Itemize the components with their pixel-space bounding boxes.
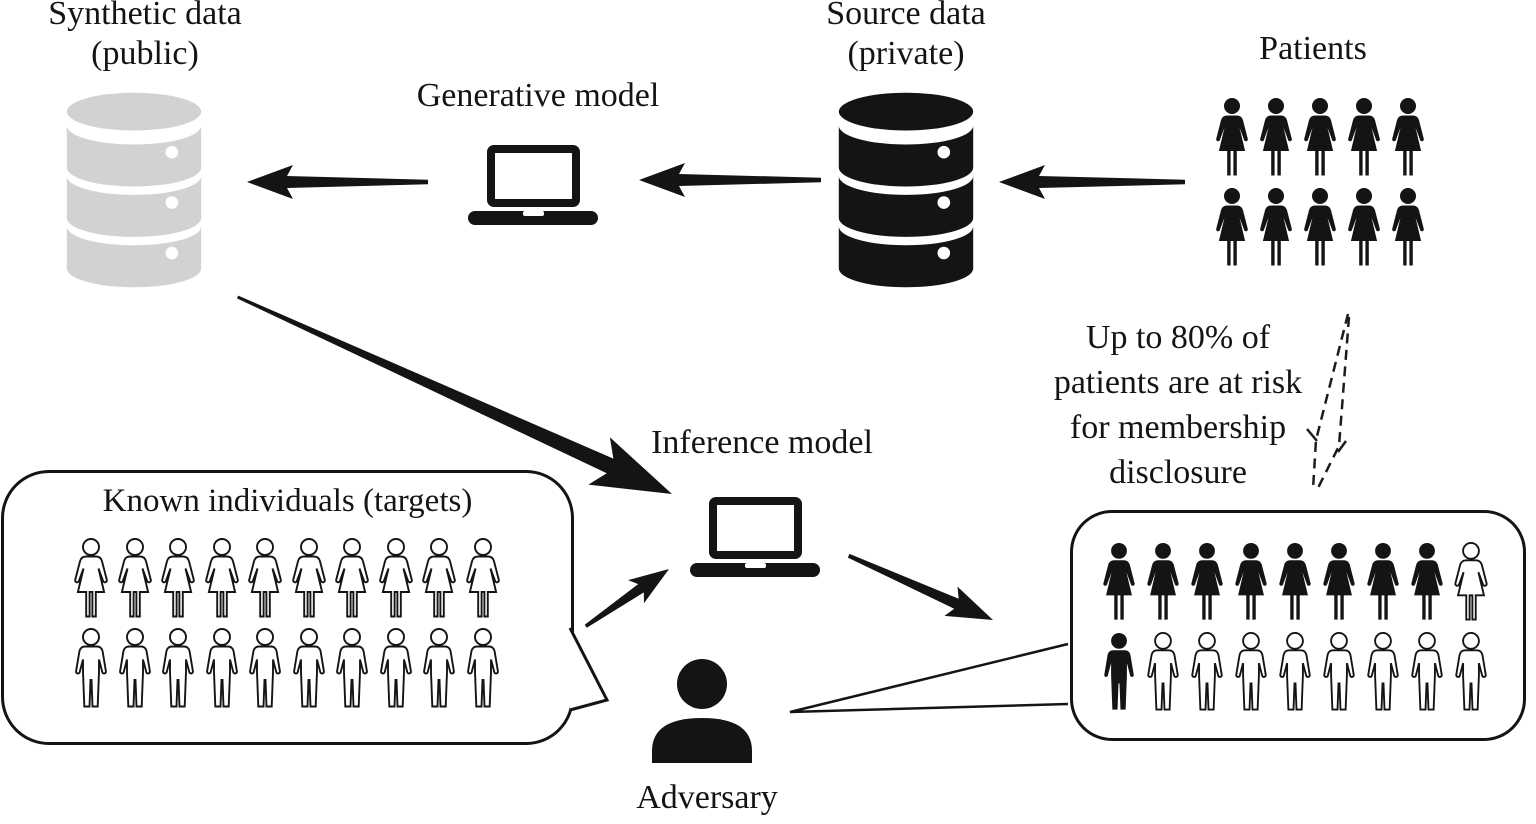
female-person-icon bbox=[1143, 542, 1183, 626]
male-person-icon bbox=[115, 628, 155, 713]
female-person-icon bbox=[1256, 97, 1296, 182]
female-person-icon bbox=[1300, 97, 1340, 182]
known-individuals-label: Known individuals (targets) bbox=[102, 483, 473, 519]
female-person-icon bbox=[1231, 542, 1271, 626]
inference-model-laptop-icon bbox=[690, 497, 820, 577]
female-person-icon bbox=[202, 538, 242, 623]
generative-model-laptop-icon bbox=[468, 145, 598, 225]
male-person-icon bbox=[1451, 632, 1491, 716]
female-person-icon bbox=[1451, 542, 1491, 626]
female-person-icon bbox=[376, 538, 416, 623]
male-person-icon bbox=[463, 628, 503, 713]
generative-model-label: Generative model bbox=[416, 77, 660, 114]
female-person-icon bbox=[332, 538, 372, 623]
arrow-adversary-to-inference bbox=[584, 569, 669, 628]
female-person-icon bbox=[1388, 97, 1428, 182]
female-person-icon bbox=[1187, 542, 1227, 626]
female-person-icon bbox=[1212, 97, 1252, 182]
arrow-source-to-generative bbox=[639, 163, 821, 197]
female-person-icon bbox=[419, 538, 459, 623]
known-individuals-figures bbox=[71, 538, 503, 713]
male-person-icon bbox=[1319, 632, 1359, 716]
female-person-icon bbox=[1275, 542, 1315, 626]
patients-figures bbox=[1212, 97, 1428, 272]
source-database-icon bbox=[834, 92, 978, 288]
female-person-icon bbox=[1319, 542, 1359, 626]
female-person-icon bbox=[245, 538, 285, 623]
female-person-icon bbox=[1363, 542, 1403, 626]
male-person-icon bbox=[332, 628, 372, 713]
male-person-icon bbox=[1231, 632, 1271, 716]
female-person-icon bbox=[1388, 187, 1428, 272]
at-risk-patients-figures bbox=[1099, 542, 1491, 716]
risk-annotation-line1: Up to 80% of bbox=[1085, 319, 1271, 356]
male-person-icon bbox=[1275, 632, 1315, 716]
arrow-patients-to-source bbox=[999, 165, 1185, 199]
synthetic-data-label-line2: (public) bbox=[91, 35, 199, 72]
male-person-icon bbox=[1363, 632, 1403, 716]
source-data-label-line2: (private) bbox=[847, 35, 965, 72]
male-person-icon bbox=[289, 628, 329, 713]
male-person-icon bbox=[71, 628, 111, 713]
female-person-icon bbox=[158, 538, 198, 623]
source-data-label: Source data (private) bbox=[786, 0, 1026, 74]
risk-annotation-line2: patients are at risk bbox=[1053, 364, 1303, 401]
synthetic-database-icon bbox=[62, 92, 206, 288]
risk-annotation-line4: disclosure bbox=[1109, 454, 1247, 491]
inference-model-label: Inference model bbox=[651, 424, 873, 461]
synthetic-data-label-line1: Synthetic data bbox=[48, 0, 242, 32]
known-bubble-tail bbox=[568, 627, 610, 712]
male-person-icon bbox=[1143, 632, 1183, 716]
male-person-icon bbox=[1099, 632, 1139, 716]
adversary-label: Adversary bbox=[636, 779, 778, 816]
female-person-icon bbox=[1344, 187, 1384, 272]
arrow-inference-to-risk bbox=[847, 553, 993, 620]
male-person-icon bbox=[1407, 632, 1447, 716]
female-person-icon bbox=[1344, 97, 1384, 182]
female-person-icon bbox=[289, 538, 329, 623]
male-person-icon bbox=[202, 628, 242, 713]
male-person-icon bbox=[376, 628, 416, 713]
female-person-icon bbox=[463, 538, 503, 623]
female-person-icon bbox=[1407, 542, 1447, 626]
male-person-icon bbox=[419, 628, 459, 713]
synthetic-data-label: Synthetic data (public) bbox=[25, 0, 265, 74]
adversary-person-icon bbox=[652, 659, 752, 763]
risk-annotation: Up to 80% of patients are at risk for me… bbox=[1020, 315, 1336, 495]
female-person-icon bbox=[71, 538, 111, 623]
male-person-icon bbox=[1187, 632, 1227, 716]
male-person-icon bbox=[245, 628, 285, 713]
patients-label: Patients bbox=[1259, 30, 1367, 67]
female-person-icon bbox=[1300, 187, 1340, 272]
female-person-icon bbox=[1099, 542, 1139, 626]
risk-bubble-tail bbox=[789, 642, 1069, 714]
female-person-icon bbox=[1212, 187, 1252, 272]
source-data-label-line1: Source data bbox=[826, 0, 986, 32]
female-person-icon bbox=[1256, 187, 1296, 272]
male-person-icon bbox=[158, 628, 198, 713]
risk-annotation-line3: for membership bbox=[1069, 409, 1287, 446]
arrow-generative-to-synthetic bbox=[247, 165, 428, 199]
female-person-icon bbox=[115, 538, 155, 623]
